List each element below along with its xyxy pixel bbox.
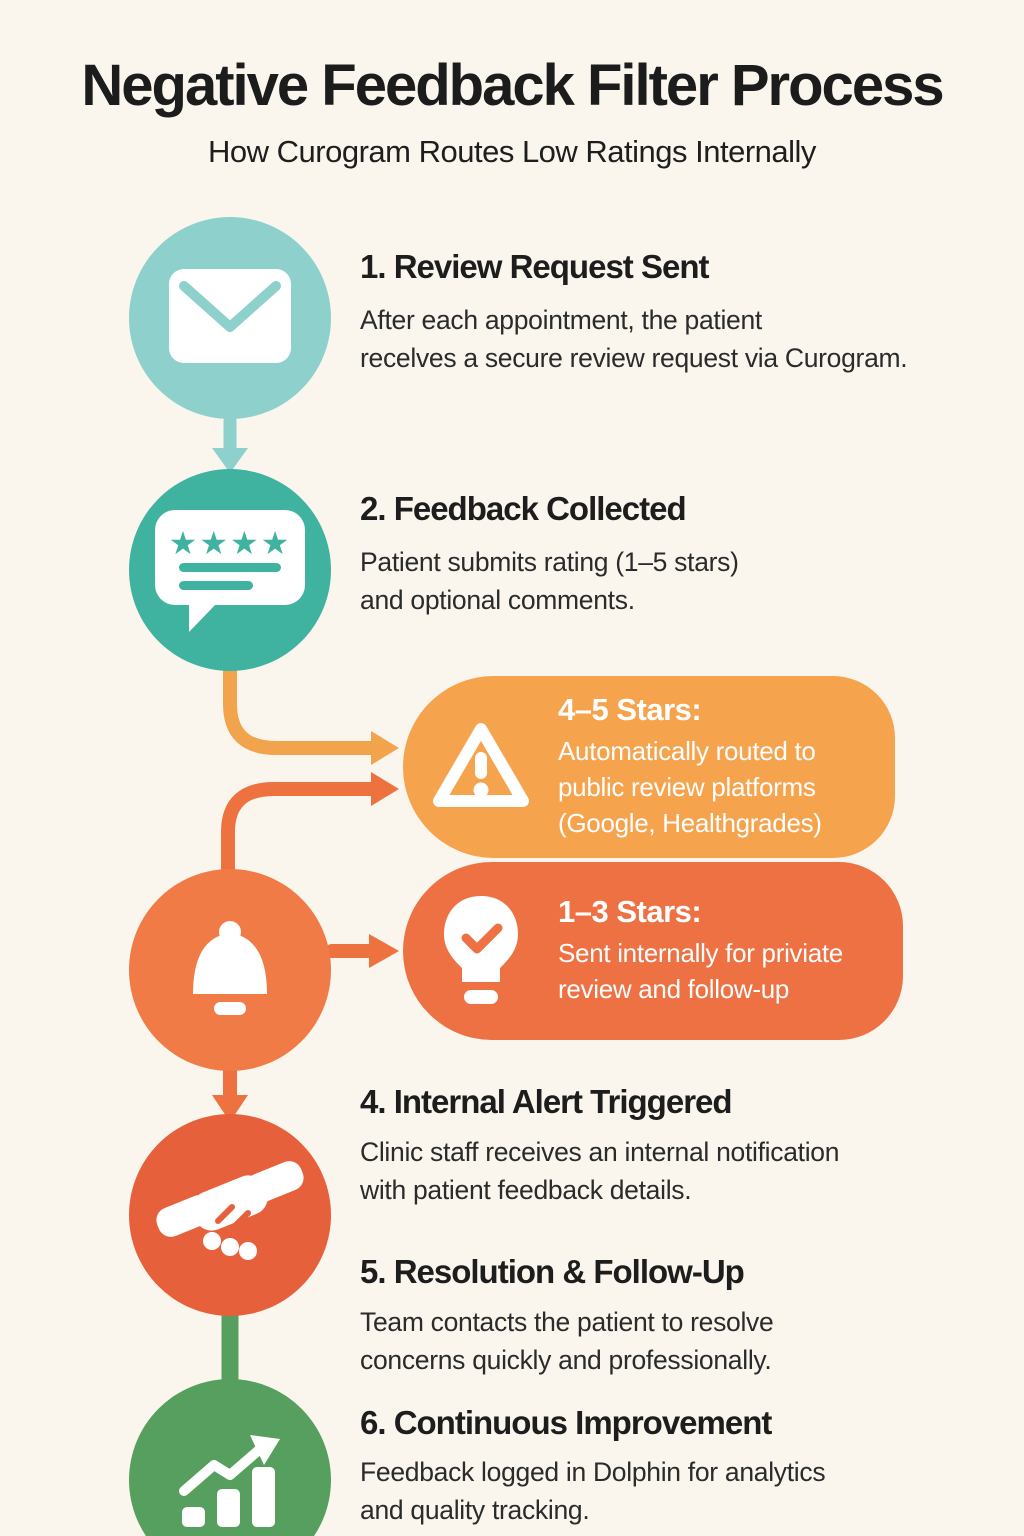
branch-high-text: 4–5 Stars: Automatically routed to publi…: [558, 692, 822, 842]
node-review-request: [129, 217, 331, 419]
step-6-title: 6. Continuous Improvement: [360, 1404, 772, 1441]
envelope-icon: [167, 267, 293, 370]
node-internal-alert: [129, 869, 331, 1071]
node-feedback-collected: ★★★★: [129, 469, 331, 671]
page-subtitle: How Curogram Routes Low Ratings Internal…: [208, 134, 816, 169]
arrow-alert-to-low: [325, 934, 399, 968]
branch-high-rating-bubble: 4–5 Stars: Automatically routed to publi…: [403, 676, 895, 858]
handshake-icon: [156, 1159, 304, 1272]
branch-low-body: Sent internally for priviate review and …: [558, 938, 843, 1004]
node-continuous-improvement: [129, 1379, 331, 1536]
step-1-body: After each appointment, the patient rece…: [360, 305, 908, 373]
branch-high-heading: 4–5 Stars:: [558, 692, 702, 728]
step-5-body: Team contacts the patient to resolve con…: [360, 1307, 774, 1375]
connector-feedback-to-high: [223, 659, 399, 765]
page-title: Negative Feedback Filter Process: [81, 53, 944, 118]
step-1-title: 1. Review Request Sent: [360, 248, 709, 285]
node-resolution: [129, 1114, 331, 1316]
branch-high-body: Automatically routed to public review pl…: [558, 736, 822, 838]
svg-text:★★★★: ★★★★: [169, 524, 292, 562]
arrow-down-step1: [212, 414, 248, 473]
step-2-body: Patient submits rating (1–5 stars) and o…: [360, 547, 739, 615]
bar-chart-icon: [170, 1421, 290, 1536]
branch-low-rating-bubble: 1–3 Stars: Sent internally for priviate …: [403, 862, 903, 1040]
connector-alert-to-high: [221, 772, 399, 875]
warning-triangle-icon: [403, 719, 558, 815]
step-4-title: 4. Internal Alert Triggered: [360, 1083, 733, 1120]
chat-stars-icon: ★★★★: [154, 502, 306, 639]
branch-low-heading: 1–3 Stars:: [558, 894, 702, 930]
bell-icon: [170, 908, 290, 1033]
step-2-title: 2. Feedback Collected: [360, 490, 687, 527]
step-5-title: 5. Resolution & Follow-Up: [360, 1253, 745, 1290]
lightbulb-check-icon: [403, 892, 558, 1010]
step-6-body: Feedback logged in Dolphin for analytics…: [360, 1457, 826, 1525]
branch-low-text: 1–3 Stars: Sent internally for priviate …: [558, 894, 843, 1008]
step-4-body: Clinic staff receives an internal notifi…: [360, 1137, 840, 1205]
